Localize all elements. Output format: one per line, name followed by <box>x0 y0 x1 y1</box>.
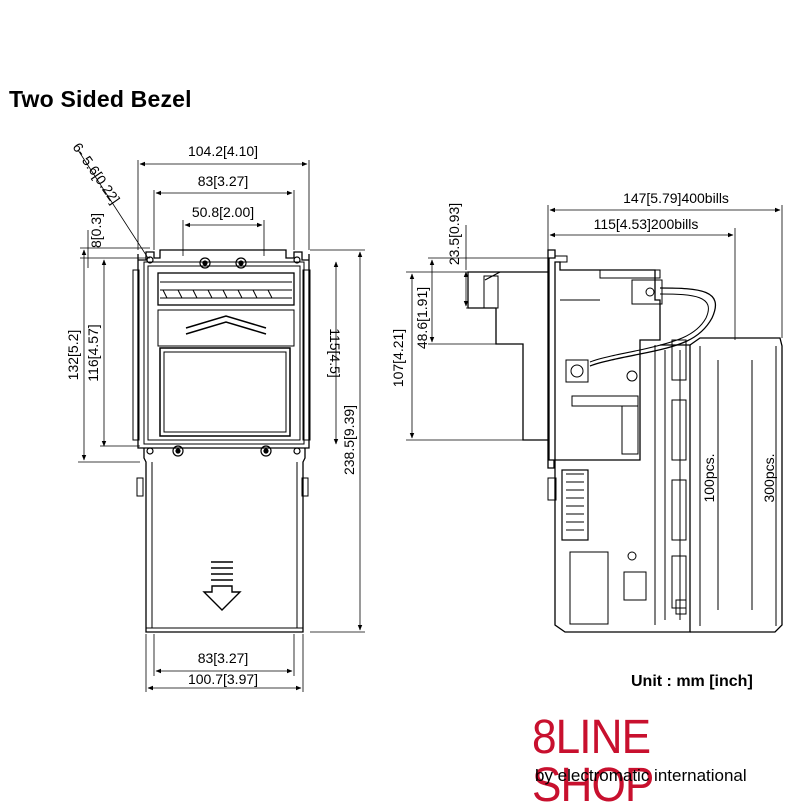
dim-right-height-238: 238.5[9.39] <box>341 405 357 475</box>
down-arrow-icon <box>202 561 242 611</box>
front-dimension-lines <box>77 149 365 692</box>
side-view <box>406 205 783 633</box>
brand-tagline: by electromatic international <box>535 766 747 785</box>
dim-width-200-bills: 115[4.53]200bills <box>594 216 699 232</box>
dim-hole-callout: 6- 5.6[0.22] <box>70 140 124 207</box>
bezel-outline <box>132 249 311 449</box>
dim-height-23: 23.5[0.93] <box>446 203 462 265</box>
front-view <box>77 149 365 692</box>
label-capacity-300: 300pcs. <box>761 453 777 502</box>
mounting-screws <box>146 256 301 457</box>
cash-box-outline <box>136 448 309 633</box>
dim-left-height-132: 132[5.2] <box>65 330 81 381</box>
dim-bottom-width-83: 83[3.27] <box>198 650 249 666</box>
dim-right-height-115: 115[4.5] <box>327 328 343 378</box>
dim-top-width-50: 50.8[2.00] <box>192 204 254 220</box>
label-capacity-100: 100pcs. <box>701 453 717 502</box>
dim-left-height-116: 116[4.57] <box>85 324 101 381</box>
unit-label: Unit : mm [inch] <box>631 673 753 690</box>
side-bezel <box>467 249 568 469</box>
side-dimension-lines <box>406 205 783 441</box>
dim-height-48: 48.6[1.91] <box>414 287 430 349</box>
dim-overall-top-width: 104.2[4.10] <box>188 143 258 159</box>
dim-top-width-83: 83[3.27] <box>198 173 249 189</box>
side-validator-body <box>554 261 717 461</box>
dim-width-400-bills: 147[5.79]400bills <box>623 190 729 206</box>
dim-top-offset: 8[0.3] <box>88 213 104 248</box>
dim-bottom-width-100: 100.7[3.97] <box>188 671 258 687</box>
side-cash-box <box>547 337 783 633</box>
dim-height-107: 107[4.21] <box>390 329 406 387</box>
page-title: Two Sided Bezel <box>9 86 192 112</box>
brand-logo: 8LINE SHOP <box>532 711 654 812</box>
